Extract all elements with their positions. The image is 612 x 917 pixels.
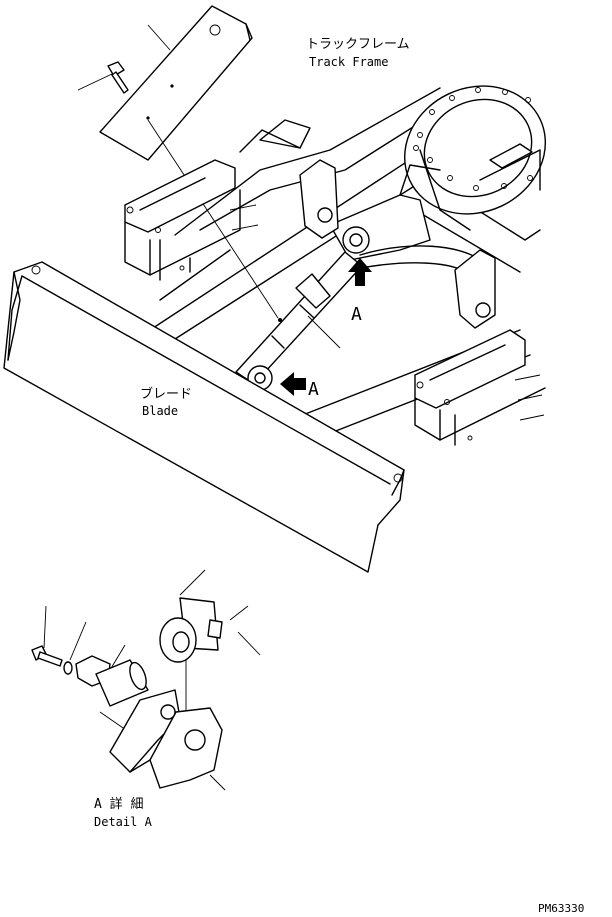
- view-arrow-up: [348, 258, 372, 286]
- track-frame-label-jp: トラックフレーム: [306, 37, 410, 52]
- blade-cylinder: [235, 226, 370, 391]
- cover-bolt: [77, 61, 129, 94]
- view-arrow-left: [280, 372, 306, 396]
- swing-ring: [403, 85, 547, 231]
- track-frame-label-en: Track Frame: [309, 55, 388, 69]
- detail-label-en: Detail A: [94, 815, 153, 829]
- view-marker-2: A: [308, 379, 319, 400]
- view-marker-1: A: [351, 304, 362, 325]
- blade-label-en: Blade: [142, 404, 178, 418]
- detail-label-jp: A 詳 細: [94, 796, 143, 812]
- cover-leader: [147, 119, 279, 319]
- drawing-number: PM63330: [538, 902, 584, 915]
- blade: [3, 261, 405, 573]
- blade-label-jp: ブレード: [140, 386, 192, 402]
- detail-a: [31, 569, 261, 791]
- cover-plate: [99, 5, 253, 161]
